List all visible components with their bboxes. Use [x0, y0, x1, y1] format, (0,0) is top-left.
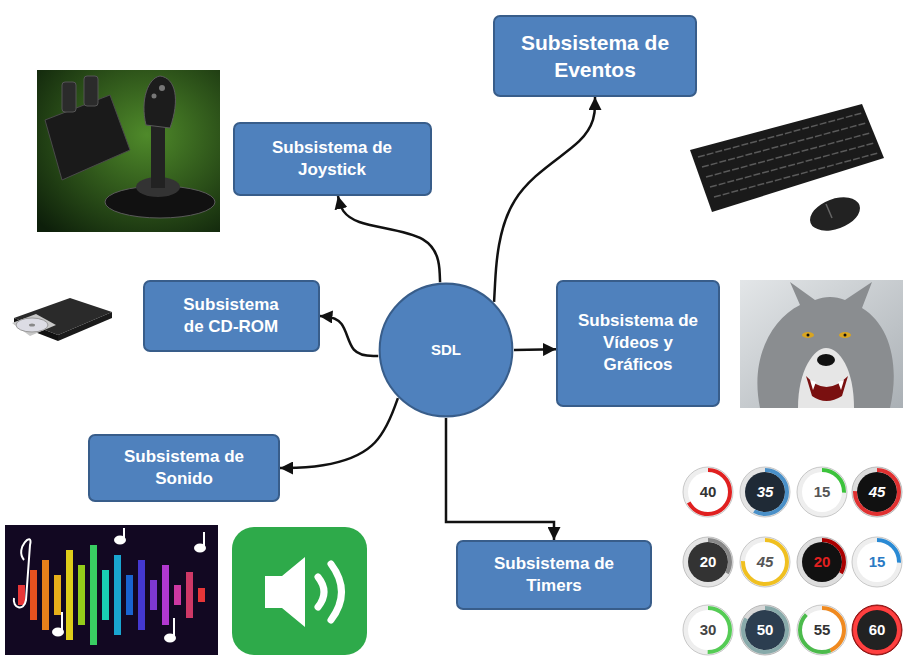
music-picture	[5, 525, 218, 655]
node-text: Subsistema de Sonido	[109, 446, 259, 490]
wolf-photo	[740, 280, 903, 408]
node-text: SDL	[431, 340, 461, 360]
timer-number: 20	[688, 552, 728, 572]
timer-number: 40	[688, 482, 728, 502]
connector-arrow	[280, 398, 398, 468]
connector-arrow	[338, 196, 440, 282]
timer-number: 55	[802, 620, 842, 640]
timer-number: 20	[802, 552, 842, 572]
cd-drive-photo	[8, 285, 116, 353]
timer-number: 45	[745, 552, 785, 572]
connector-arrow	[494, 97, 595, 302]
timer-number: 30	[688, 620, 728, 640]
timer-number: 50	[745, 620, 785, 640]
speaker-icon	[232, 527, 367, 655]
node-text: Subsistema de Timers	[479, 553, 629, 597]
subsystem-box: Subsistema de CD-ROM	[143, 280, 320, 352]
circle-outline	[378, 282, 514, 418]
timer-number: 35	[745, 482, 785, 502]
timers-picture	[683, 467, 902, 655]
keyboard-photo	[685, 100, 890, 237]
subsystem-box: Subsistema de Joystick	[233, 122, 432, 196]
subsystem-box: Subsistema de Vídeos y Gráficos	[556, 280, 720, 407]
timer-number: 15	[857, 552, 897, 572]
node-text: Subsistema de Joystick	[257, 137, 407, 181]
timer-number: 15	[802, 482, 842, 502]
subsystem-box: Subsistema de Sonido	[88, 434, 280, 502]
subsystem-box: Subsistema de Timers	[456, 540, 652, 610]
timer-number: 45	[857, 482, 897, 502]
timer-number: 60	[857, 620, 897, 640]
core-circle: SDL	[378, 282, 514, 418]
joystick-photo	[37, 70, 220, 232]
subsystem-box: Subsistema de Eventos	[493, 15, 697, 97]
node-text: Subsistema de Vídeos y Gráficos	[578, 310, 698, 376]
node-text: Subsistema de CD-ROM	[174, 294, 289, 338]
node-text: Subsistema de Eventos	[520, 29, 670, 84]
connector-arrow	[446, 418, 554, 540]
connector-arrow	[320, 316, 379, 356]
connector-arrow	[514, 348, 556, 351]
